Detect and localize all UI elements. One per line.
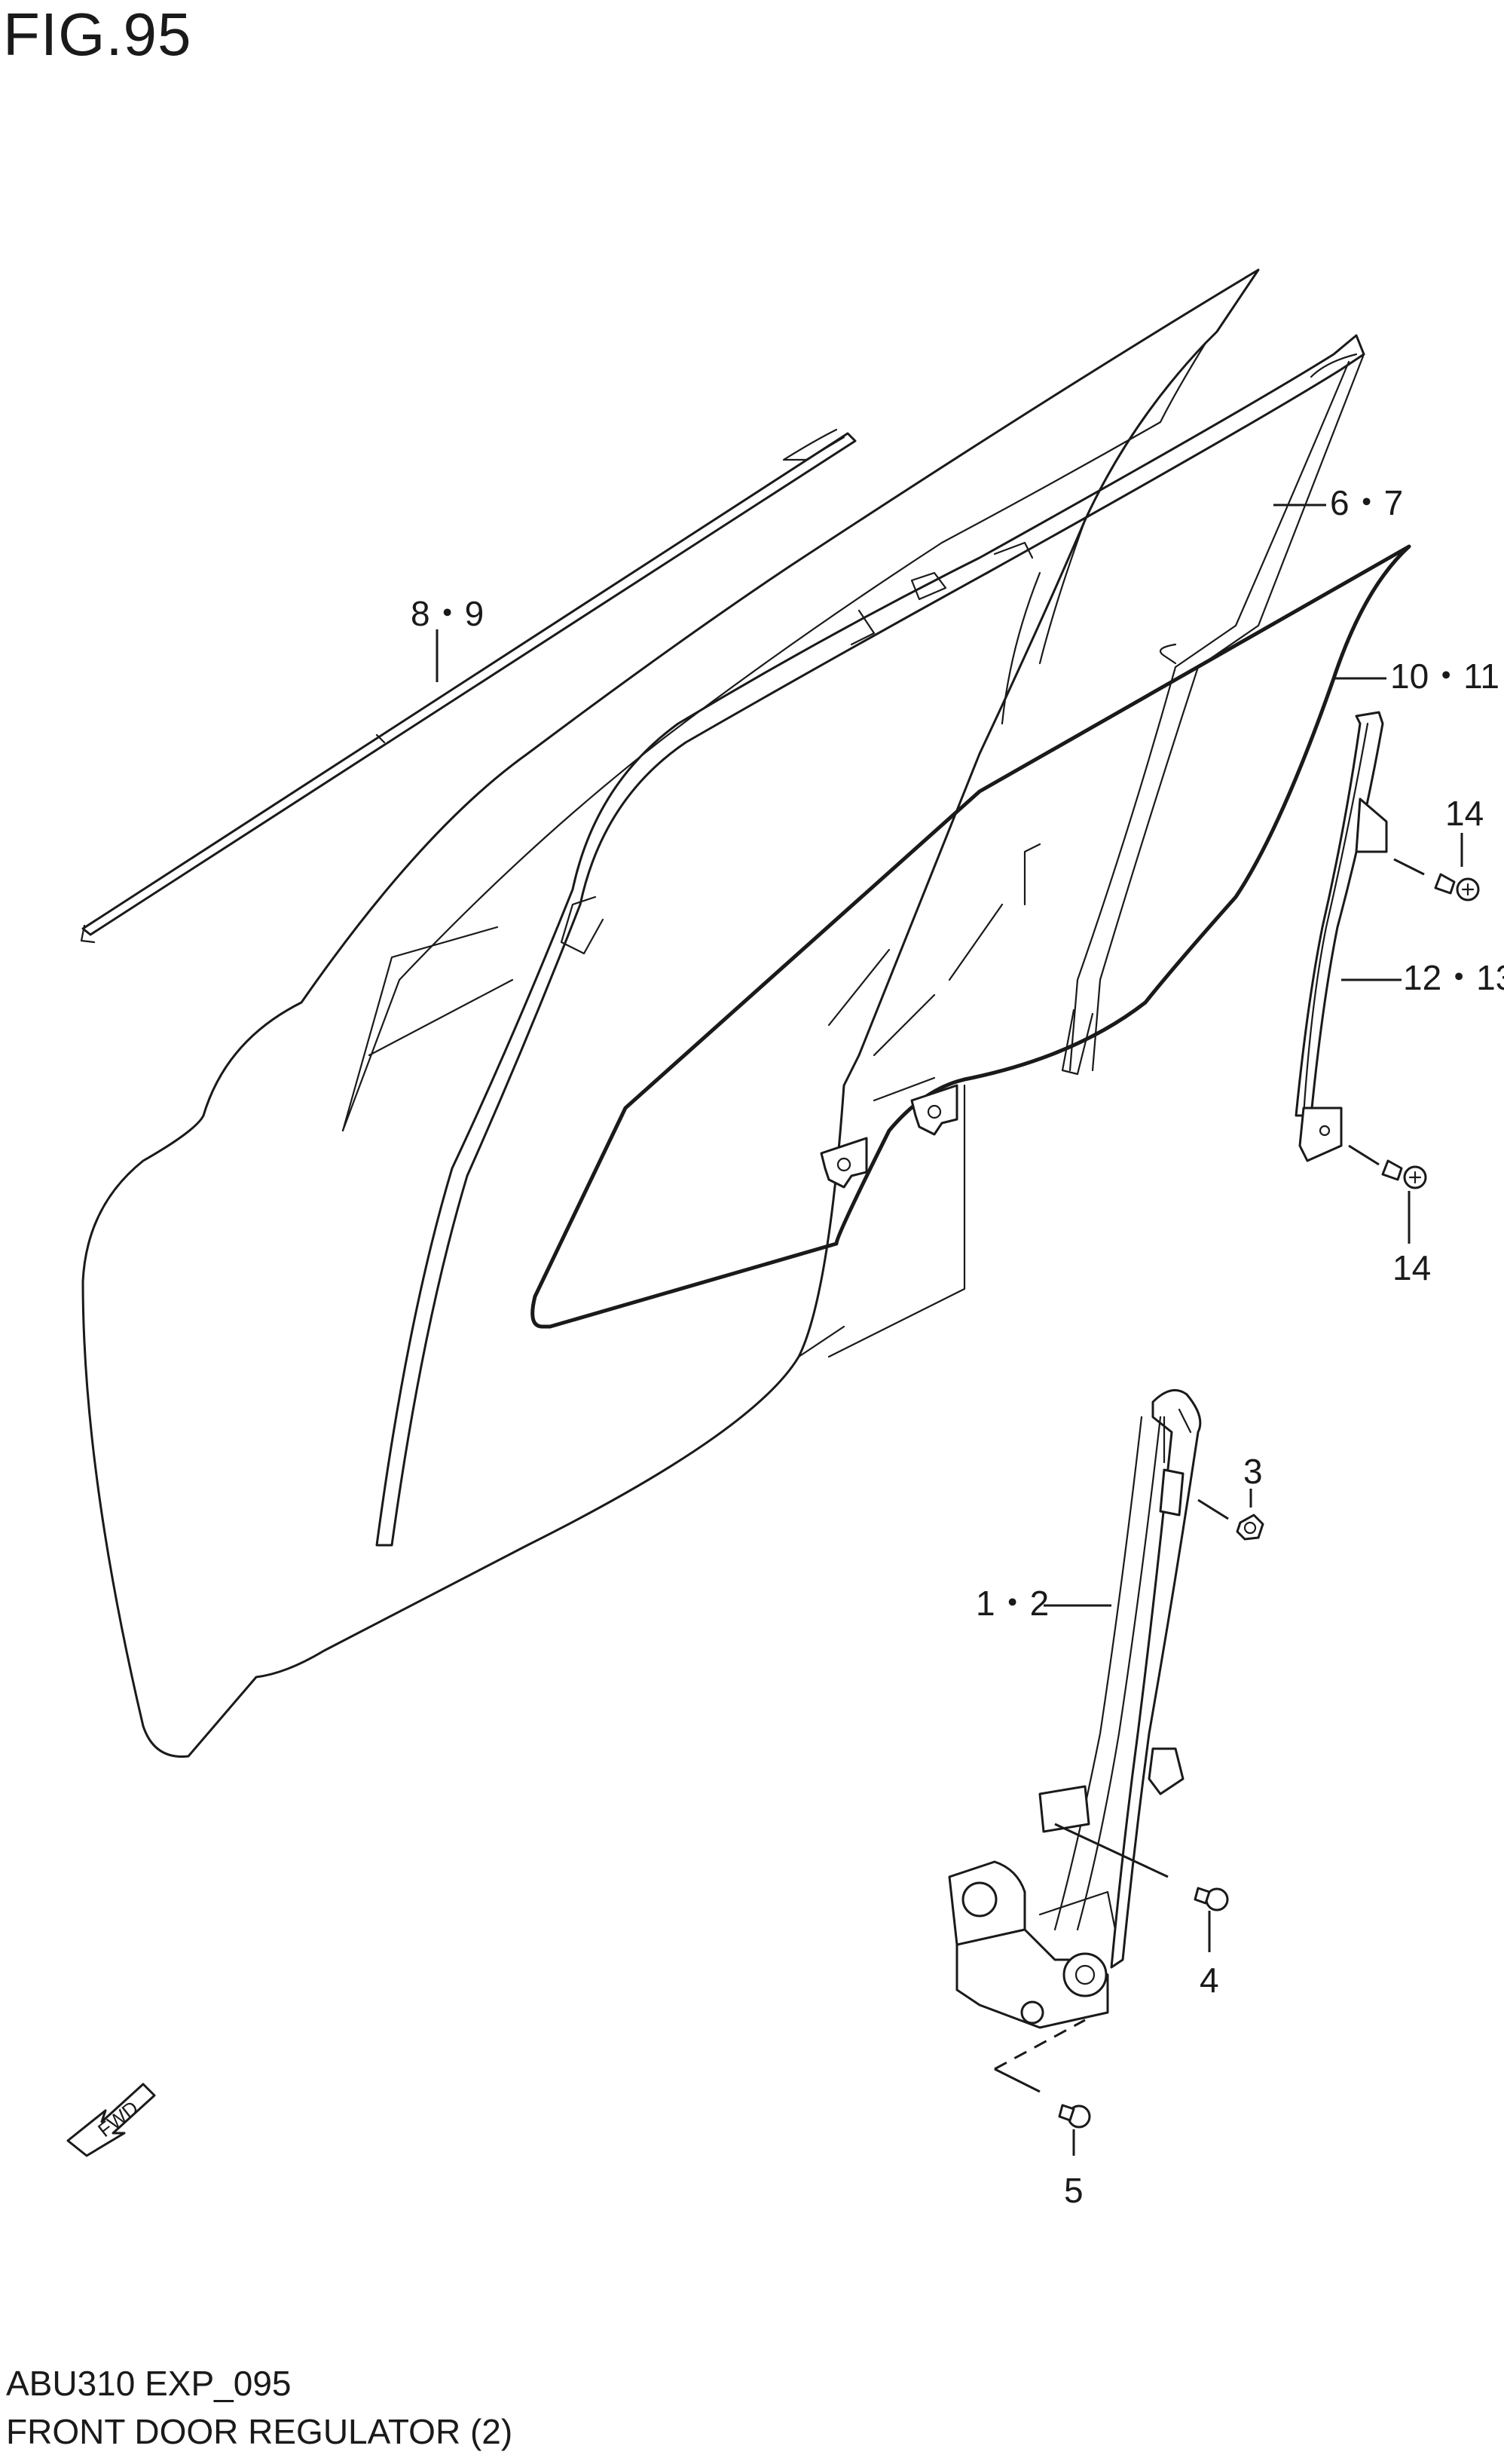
bolt-5 [1058, 2104, 1091, 2129]
callout-5: 5 [1064, 2171, 1084, 2210]
fwd-arrow: FWD [66, 2083, 156, 2157]
callout-8-9: 8・9 [411, 594, 484, 633]
callout-6-7: 6・7 [1330, 483, 1403, 522]
callout-3: 3 [1243, 1452, 1263, 1491]
door-glass [530, 544, 1411, 1329]
bolt-4 [1194, 1887, 1229, 1912]
door-panel [81, 268, 1260, 1758]
callout-4: 4 [1200, 1960, 1219, 2000]
window-regulator [948, 1388, 1202, 2029]
rear-guide-channel [1295, 711, 1388, 1162]
figure-code: ABU310 EXP_095 [6, 2364, 292, 2403]
leader-lines [436, 504, 1463, 2156]
callout-14-upper: 14 [1445, 794, 1484, 833]
nut-3 [1236, 1514, 1264, 1541]
glass-bracket-rear [910, 1084, 958, 1136]
bolt-14-upper [1434, 873, 1480, 901]
door-sash-frame [375, 334, 1365, 1547]
callout-1-2: 1・2 [976, 1584, 1049, 1623]
callout-10-11: 10・11 [1390, 657, 1499, 696]
figure-name: FRONT DOOR REGULATOR (2) [6, 2412, 513, 2451]
outer-weatherstrip [80, 428, 857, 944]
figure-title: FIG.95 [3, 1, 192, 68]
bolt-14-lower [1381, 1159, 1427, 1189]
glass-bracket-front [820, 1137, 868, 1189]
callout-14-lower: 14 [1392, 1248, 1431, 1287]
callout-12-13: 12・13 [1403, 958, 1504, 997]
